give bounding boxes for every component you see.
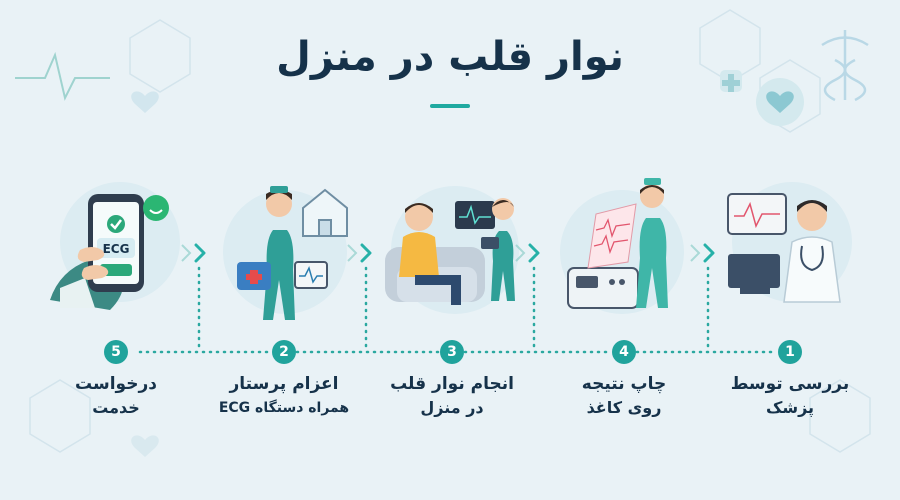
doctor-review-illustration <box>727 182 852 303</box>
step-label-print-result: چاپ نتیجه روی کاغذ <box>539 372 709 420</box>
print-result-illustration <box>560 178 684 314</box>
ecg-monitor-icon <box>455 201 495 229</box>
flow-arrow-1 <box>194 243 206 263</box>
page-title: نوار قلب در منزل <box>276 34 624 80</box>
step-label-line2: روی کاغذ <box>586 398 662 417</box>
step-label-request-service: درخواست خدمت <box>31 372 201 420</box>
heart-outline-icon <box>131 91 159 113</box>
step-label-doctor-review: بررسی توسط پزشک <box>705 372 875 420</box>
step-label-line1: بررسی توسط <box>730 374 850 394</box>
heart-pulse-icon <box>766 91 794 113</box>
nurse-dispatch-illustration <box>223 186 348 320</box>
step-number-badge: 1 <box>778 340 802 364</box>
step-number-badge: 3 <box>440 340 464 364</box>
phone-request-illustration: ECG <box>50 182 180 310</box>
house-icon <box>302 188 348 237</box>
step-label-line1: اعزام پرستار <box>229 374 339 394</box>
title-underline <box>430 104 470 108</box>
medical-cross-icon <box>722 74 740 92</box>
chat-bubble-icon <box>143 195 169 221</box>
step-number-badge: 5 <box>104 340 128 364</box>
ecg-at-home-illustration <box>385 186 519 314</box>
step-label-line2: پزشک <box>765 398 815 417</box>
computer-monitor-icon <box>727 193 787 235</box>
step-label-line2: همراه دستگاه ECG <box>218 400 350 416</box>
step-label-line1: درخواست <box>75 374 157 394</box>
step-label-line1: چاپ نتیجه <box>581 374 667 394</box>
step-label-line1: انجام نوار قلب <box>390 374 514 394</box>
flow-arrow-3 <box>528 243 540 263</box>
phone-screen-ecg-label: ECG <box>103 242 130 256</box>
heartbeat-line-icon <box>15 51 110 101</box>
step-label-dispatch-nurse: اعزام پرستار همراه دستگاه ECG <box>199 372 369 420</box>
flow-arrow-2 <box>360 243 372 263</box>
flow-arrow-4 <box>703 243 715 263</box>
caduceus-icon <box>821 30 869 102</box>
step-label-line2: خدمت <box>92 398 140 417</box>
step-label-perform-ecg: انجام نوار قلب در منزل <box>367 372 537 420</box>
step-number-badge: 4 <box>612 340 636 364</box>
step-number-badge: 2 <box>272 340 296 364</box>
step-label-line2: در منزل <box>420 398 484 417</box>
stethoscope-icon <box>800 245 824 272</box>
